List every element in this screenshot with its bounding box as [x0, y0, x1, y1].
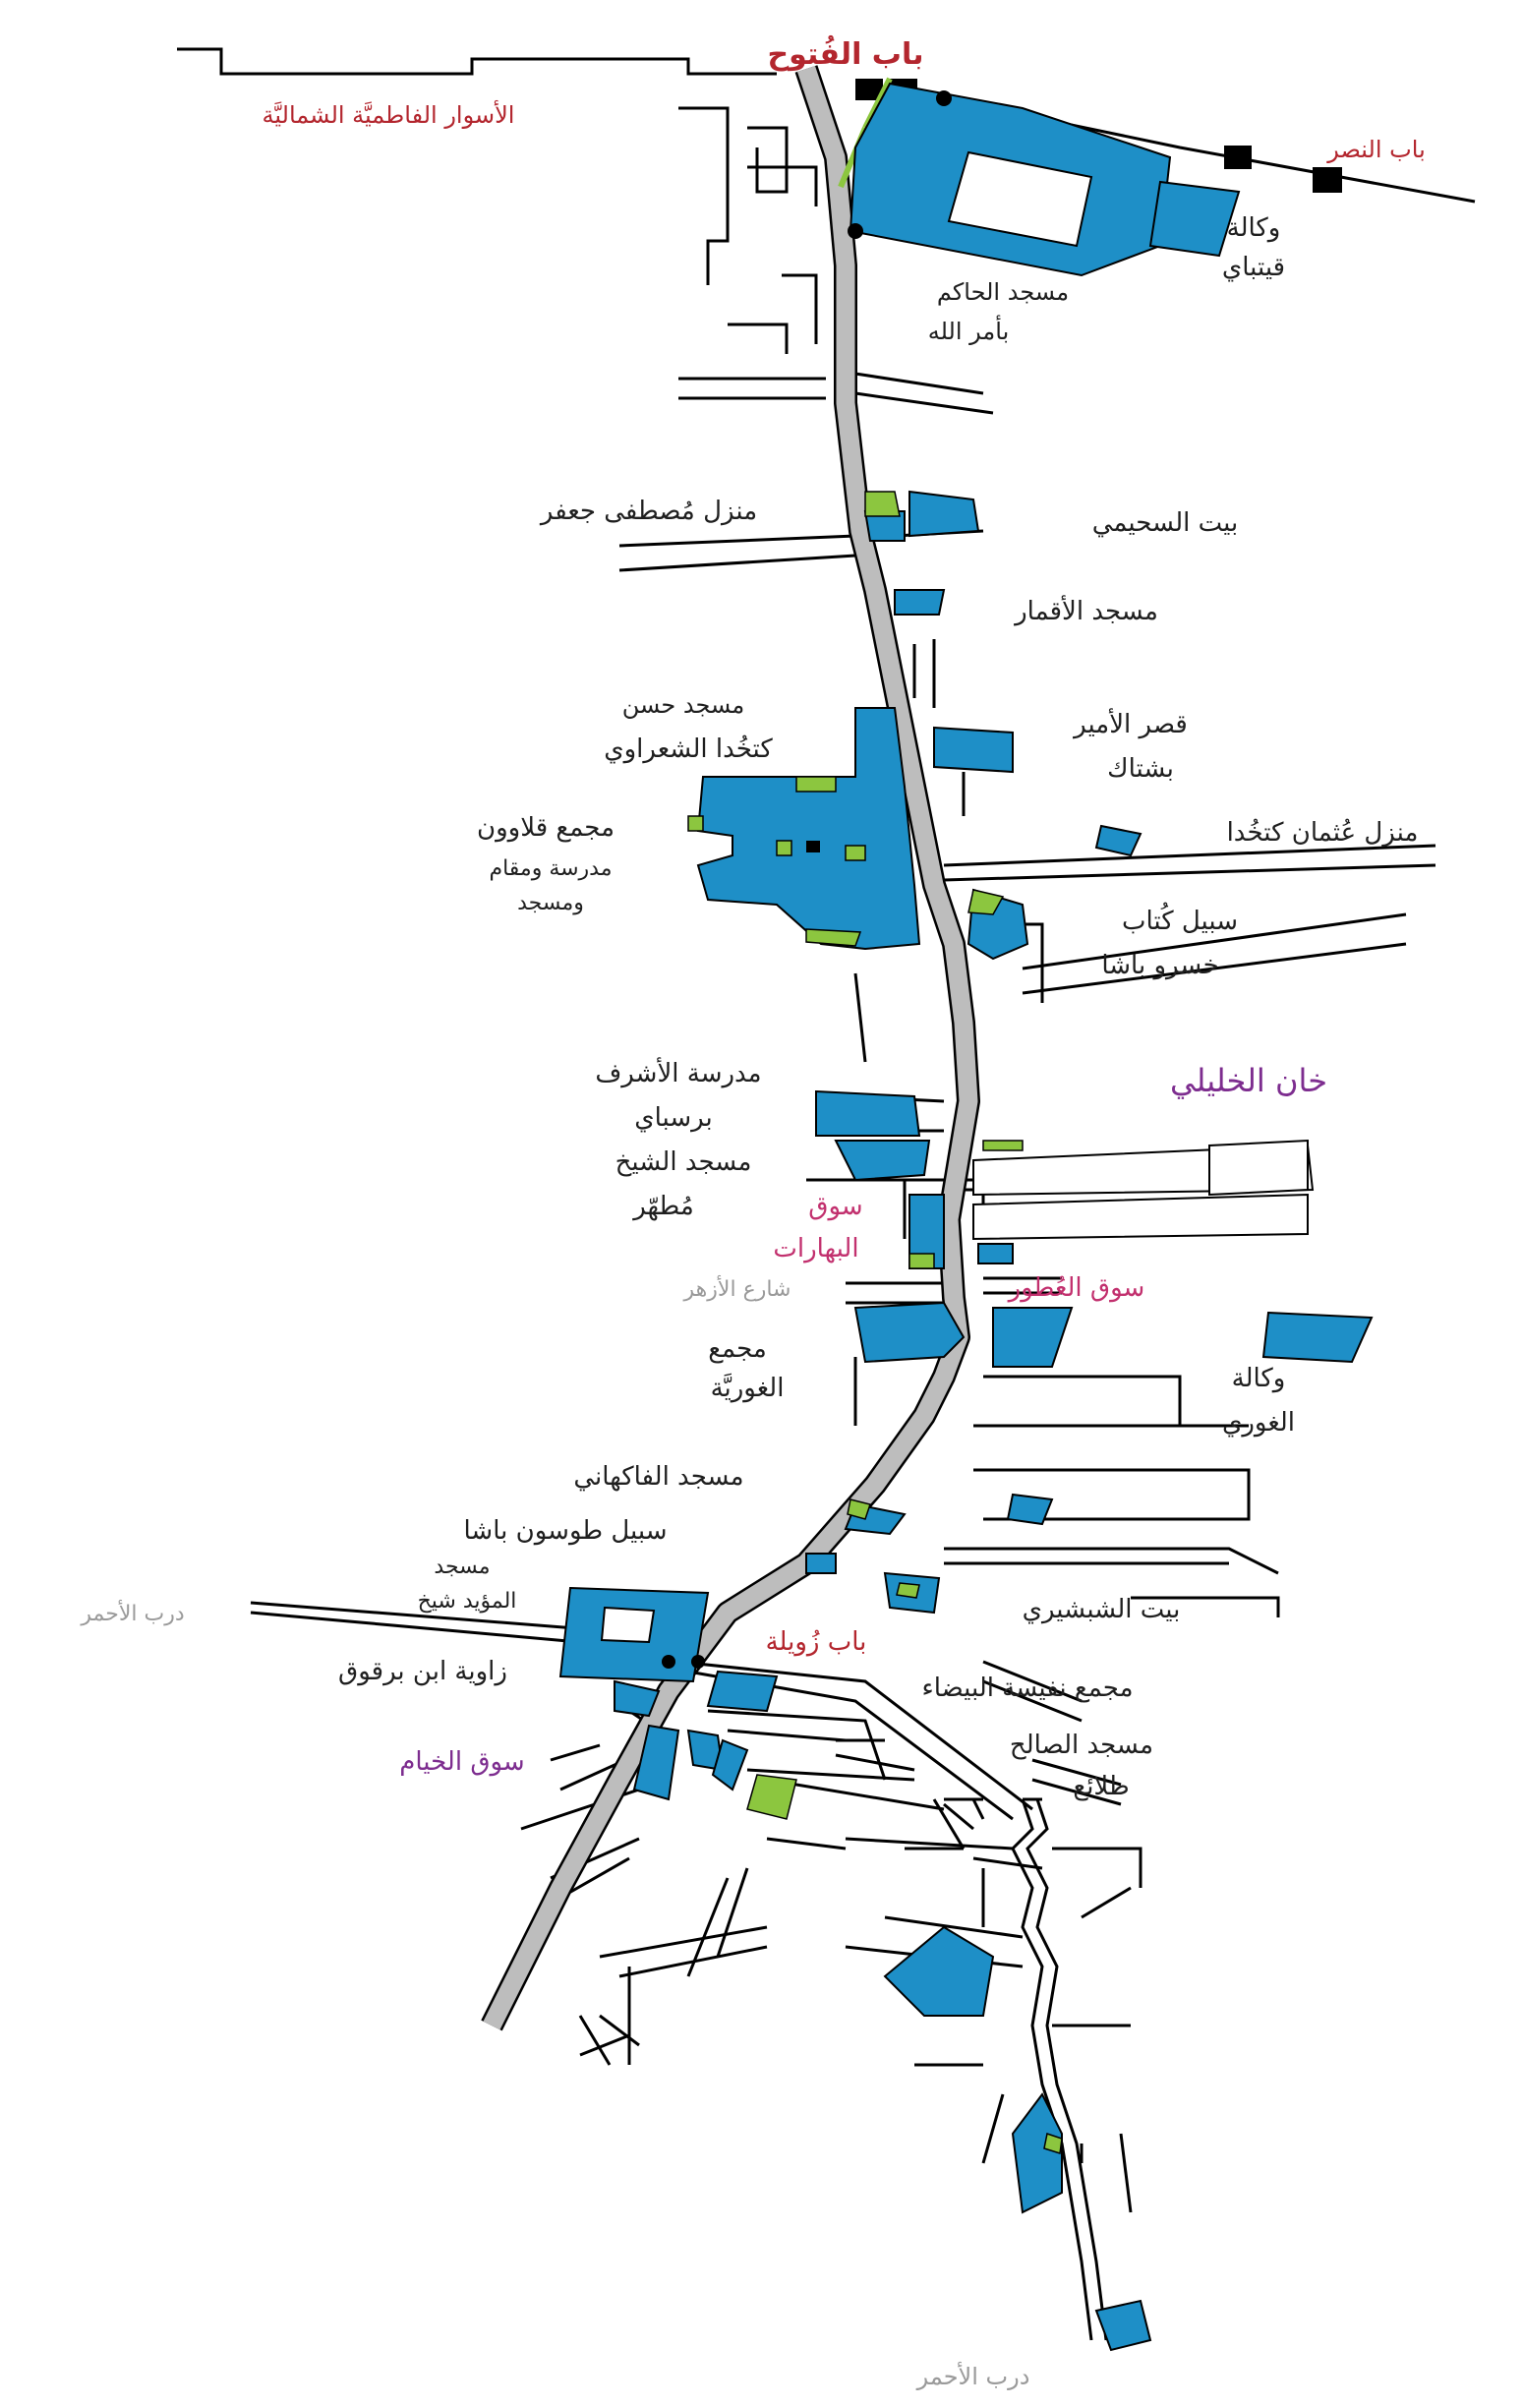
label-sabil-khusraw: سبيل كُتاب	[1122, 902, 1238, 936]
uthman-kathkhuda-house-building	[1094, 824, 1142, 857]
wikalat-qaytbay-building	[1148, 180, 1241, 258]
label-qasr-bashtak-2: بشتاك	[1107, 754, 1174, 784]
label-suq-attarin: سوق العُطور	[1007, 1273, 1145, 1303]
label-hassan-kathkhuda: مسجد حسن	[622, 691, 745, 719]
label-wikalat-ghuri-2: الغوري	[1222, 1408, 1295, 1438]
label-wikalat-qaytbay-2: قيتباي	[1222, 253, 1285, 282]
label-wikalat-qaytbay: وكالة	[1227, 213, 1281, 243]
label-qasr-bashtak: قصر الأمير	[1072, 707, 1188, 739]
label-beit-suhaymi: بيت السحيمي	[1092, 508, 1239, 538]
label-azhar-street: شارع الأزهر	[683, 1275, 791, 1302]
label-qalawun: مجمع قلاوون	[477, 813, 615, 843]
label-qalawun-3: ومسجد	[517, 891, 584, 915]
label-suq-khayamiyya: سوق الخيام	[399, 1747, 524, 1777]
label-qalawun-2: مدرسة ومقام	[489, 856, 612, 881]
wikalat-al-ghuri-building	[1261, 1311, 1374, 1364]
label-mustafa-jafar: منزل مُصطفى جعفر	[539, 497, 757, 526]
label-muayyad: مسجد	[434, 1555, 490, 1579]
label-ashraf-barsbay: مدرسة الأشرف	[595, 1056, 761, 1088]
label-aqmar-mosque: مسجد الأقمار	[1013, 594, 1158, 626]
darb-al-ahmar-street	[1011, 1798, 1108, 2341]
label-fakahani-mosque: مسجد الفاكهاني	[573, 1462, 743, 1492]
label-darb-al-ahmar-west: درب الأحمر	[80, 1600, 184, 1626]
label-zawiya-barquq: زاوية ابن برقوق	[338, 1657, 507, 1686]
label-bab-al-nasr: باب النصر	[1326, 136, 1426, 163]
beit-al-suhaymi-building	[908, 490, 980, 538]
label-muayyad-2: المؤيد شيخ	[418, 1589, 517, 1614]
al-ghuriyya-complex-building	[853, 1301, 966, 1364]
buildings	[558, 82, 1374, 2352]
label-ghuriyya: مجمع	[708, 1334, 767, 1364]
suq-al-khayamiyya-building	[632, 1724, 680, 1801]
zawiya-ibn-barquq-building	[614, 1679, 661, 1718]
label-northern-walls: الأسوار الفاطميَّة الشماليَّة	[263, 100, 515, 129]
label-bab-al-futuh: باب الفُتوح	[768, 34, 924, 72]
label-bab-zuwayla: باب زُويلة	[766, 1627, 867, 1657]
label-khan-khalili: خان الخليلي	[1170, 1062, 1327, 1099]
label-hakim-mosque: مسجد الحاكم	[937, 278, 1069, 306]
label-darb-al-ahmar-south: درب الأحمر	[916, 2362, 1030, 2390]
label-suq-baharat: سوق	[808, 1192, 862, 1221]
label-ghuriyya-2: الغوريَّة	[711, 1373, 785, 1403]
bab-al-nasr-tower-icon	[1224, 146, 1252, 169]
label-beit-shabshiri: بيت الشبشيري	[1023, 1595, 1181, 1624]
label-nafisa-bayda: مجمع نفيسة البيضاء	[921, 1674, 1133, 1703]
label-hassan-kathkhuda-2: كتخُدا الشعراوي	[604, 734, 773, 764]
label-hakim-mosque-2: بأمر الله	[928, 315, 1010, 345]
bab-al-nasr-tower-icon	[1313, 167, 1342, 193]
al-aqmar-mosque-building	[894, 589, 946, 616]
map-labels: باب الفُتوح الأسوار الفاطميَّة الشماليَّ…	[80, 34, 1425, 2390]
label-sheikh-mutahhar-2: مُطهّر	[631, 1192, 694, 1221]
label-salih-talai: مسجد الصالح	[1010, 1731, 1153, 1760]
label-sabil-tusun: سبيل طوسون باشا	[464, 1516, 668, 1546]
ashraf-barsbay-madrasa-building	[815, 1089, 921, 1137]
label-wikalat-ghuri: وكالة	[1232, 1364, 1286, 1393]
qalawun-complex-building	[696, 707, 921, 951]
label-sheikh-mutahhar: مسجد الشيخ	[615, 1147, 752, 1177]
qasr-bashtak-building	[933, 726, 1014, 774]
sheikh-mutahhar-mosque-building	[834, 1140, 931, 1182]
bab-al-futuh-tower-icon	[855, 79, 883, 100]
label-ashraf-barsbay-2: برسباي	[634, 1103, 713, 1133]
label-suq-baharat-2: البهارات	[773, 1234, 858, 1263]
label-salih-talai-2: طلائع	[1073, 1772, 1129, 1801]
label-sabil-khusraw-2: خسرو باشا	[1101, 951, 1218, 980]
label-uthman-kathkhuda: منزل عُثمان كتخُدا	[1227, 818, 1419, 848]
